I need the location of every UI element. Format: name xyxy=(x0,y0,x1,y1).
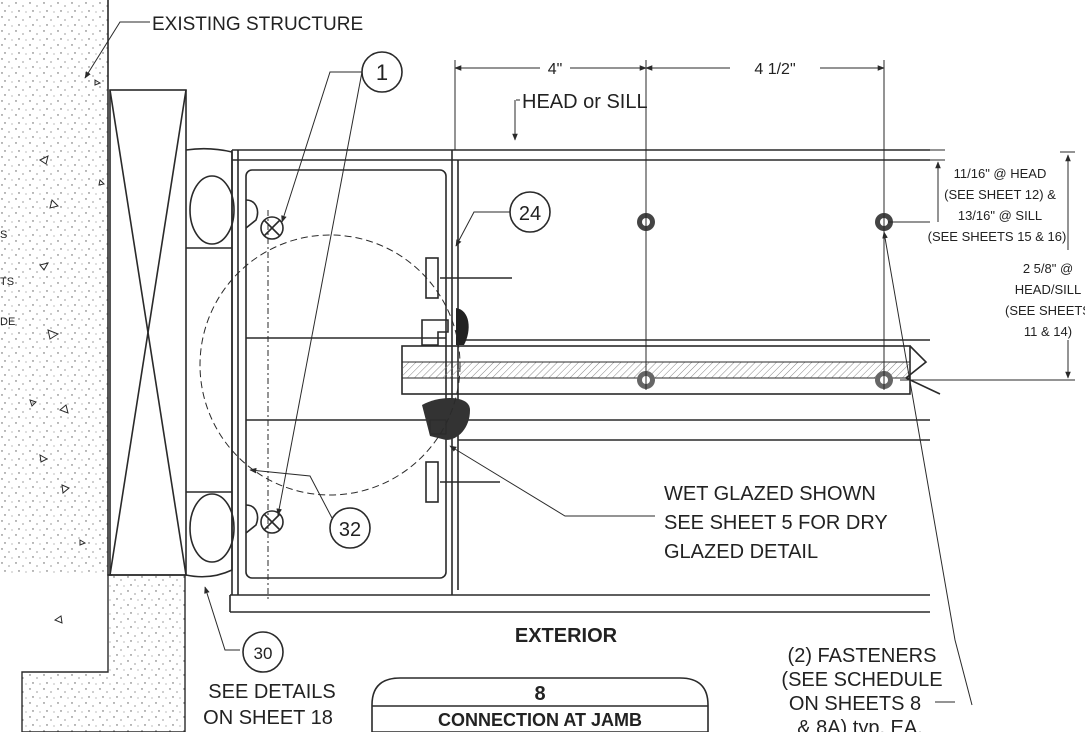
head-offset-note: 11/16" @ HEAD (SEE SHEET 12) & 13/16" @ … xyxy=(928,166,1067,244)
exterior-label: EXTERIOR xyxy=(515,625,618,647)
svg-text:13/16" @ SILL: 13/16" @ SILL xyxy=(958,208,1042,223)
left-cutoff-text: S TS DE xyxy=(0,229,15,328)
svg-text:ON SHEET 18: ON SHEET 18 xyxy=(203,707,333,729)
anchor-screw-top xyxy=(260,216,284,240)
glass-lite xyxy=(401,345,941,395)
dimension-4-label: 4" xyxy=(548,61,563,78)
existing-structure-concrete xyxy=(0,0,186,732)
svg-text:S: S xyxy=(0,229,7,241)
head-sill-depth-note: 2 5/8" @ HEAD/SILL (SEE SHEETS 11 & 14) xyxy=(1005,261,1085,339)
svg-text:1: 1 xyxy=(376,60,388,85)
existing-structure-label: EXISTING STRUCTURE xyxy=(152,14,363,35)
leader-lines xyxy=(84,21,973,706)
glazing-stop-and-gasket xyxy=(421,257,470,503)
svg-text:ON SHEETS 8: ON SHEETS 8 xyxy=(789,693,921,715)
svg-text:DE: DE xyxy=(0,316,15,328)
dimension-lines xyxy=(454,65,1075,381)
svg-text:HEAD/SILL: HEAD/SILL xyxy=(1015,282,1081,297)
anchor-screw-bottom xyxy=(260,510,284,534)
svg-text:32: 32 xyxy=(339,519,361,541)
svg-text:(2) FASTENERS: (2) FASTENERS xyxy=(788,645,937,667)
svg-text:& 8A) typ. EA.: & 8A) typ. EA. xyxy=(797,717,923,732)
svg-text:11 & 14): 11 & 14) xyxy=(1024,324,1072,339)
svg-text:SEE DETAILS: SEE DETAILS xyxy=(208,681,335,703)
svg-text:GLAZED DETAIL: GLAZED DETAIL xyxy=(664,541,818,563)
svg-text:2 5/8" @: 2 5/8" @ xyxy=(1023,261,1073,276)
fasteners-note: (2) FASTENERS (SEE SCHEDULE ON SHEETS 8 … xyxy=(781,645,942,732)
detail-title: CONNECTION AT JAMB xyxy=(438,710,642,730)
svg-text:(SEE SHEETS: (SEE SHEETS xyxy=(1005,303,1085,318)
wet-glazed-note: WET GLAZED SHOWN SEE SHEET 5 FOR DRY GLA… xyxy=(664,483,888,563)
jamb-frame-extrusion xyxy=(229,149,930,613)
callout-32: 32 xyxy=(329,507,371,549)
svg-text:24: 24 xyxy=(519,203,541,225)
callout-30: 30 xyxy=(242,631,284,673)
dimension-4-half-label: 4 1/2" xyxy=(754,61,795,78)
see-details-note: SEE DETAILS ON SHEET 18 xyxy=(203,681,336,729)
detail-enlargement-circle xyxy=(199,60,885,600)
svg-text:SEE SHEET 5 FOR DRY: SEE SHEET 5 FOR DRY xyxy=(664,512,888,534)
detail-title-block: 8 CONNECTION AT JAMB xyxy=(371,677,709,732)
svg-text:30: 30 xyxy=(254,644,273,663)
shim-and-backer-rod xyxy=(185,147,235,578)
svg-text:WET GLAZED SHOWN: WET GLAZED SHOWN xyxy=(664,483,876,505)
svg-text:(SEE SHEETS 15 & 16): (SEE SHEETS 15 & 16) xyxy=(928,229,1067,244)
svg-text:TS: TS xyxy=(0,276,14,288)
head-or-sill-label: HEAD or SILL xyxy=(522,91,648,113)
svg-text:(SEE SCHEDULE: (SEE SCHEDULE xyxy=(781,669,942,691)
callout-24: 24 xyxy=(509,191,551,233)
detail-number: 8 xyxy=(534,683,545,705)
svg-text:11/16" @ HEAD: 11/16" @ HEAD xyxy=(954,166,1047,181)
callout-1: 1 xyxy=(361,51,403,93)
svg-text:(SEE SHEET 12) &: (SEE SHEET 12) & xyxy=(944,187,1056,202)
wood-blocking xyxy=(109,89,187,576)
